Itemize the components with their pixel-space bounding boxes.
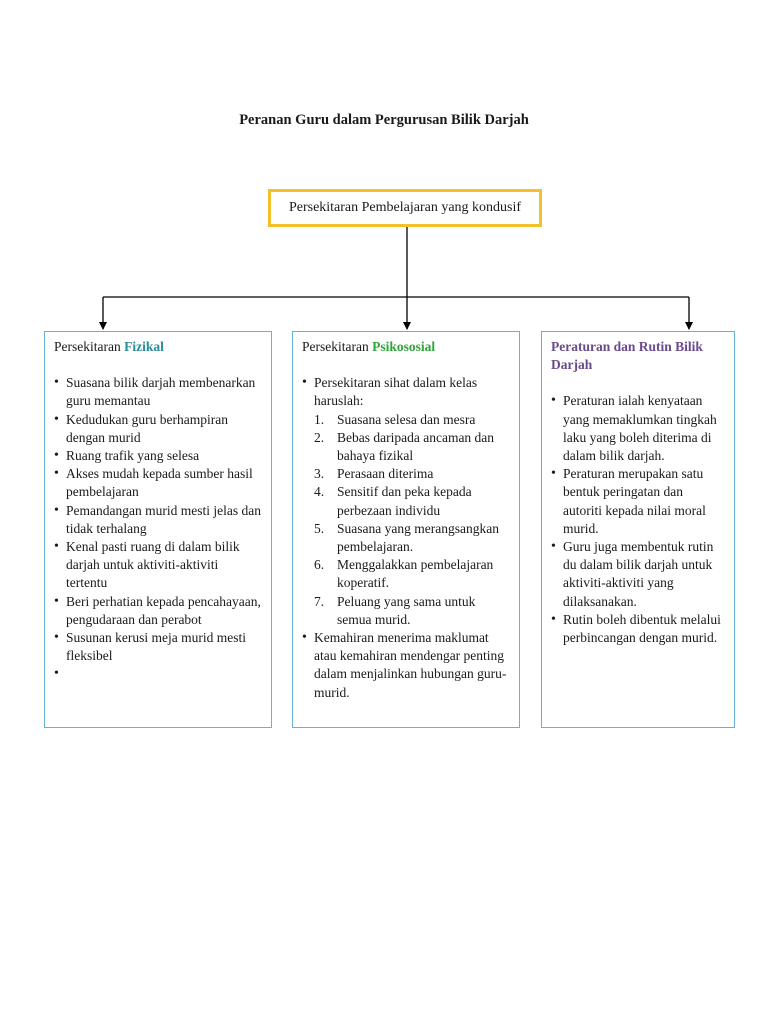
node-fizikal: Persekitaran Fizikal Suasana bilik darja…: [44, 331, 272, 728]
diagram-title: Peranan Guru dalam Pergurusan Bilik Darj…: [239, 112, 529, 128]
node-peraturan: Peraturan dan Rutin Bilik Darjah Peratur…: [541, 331, 735, 728]
list-item: Peraturan merupakan satu bentuk peringat…: [551, 465, 725, 538]
list-item: Susunan kerusi meja murid mesti fleksibe…: [54, 629, 262, 665]
numbered-item: 4.Sensitif dan peka kepada perbezaan ind…: [314, 484, 472, 518]
psikososial-outro-list: Kemahiran menerima maklumat atau kemahir…: [302, 629, 510, 702]
list-item: Kedudukan guru berhampiran dengan murid: [54, 411, 262, 447]
highlight-fizikal: Fizikal: [124, 339, 164, 354]
numbered-item: 6.Menggalakkan pembelajaran koperatif.: [314, 557, 494, 591]
numbered-item: 1.Suasana selesa dan mesra: [314, 411, 476, 427]
numbered-item: 7.Peluang yang sama untuk semua murid.: [314, 593, 476, 627]
list-item: Peraturan ialah kenyataan yang memaklumk…: [551, 392, 725, 465]
list-item: Kenal pasti ruang di dalam bilik darjah …: [54, 538, 262, 593]
node-psikososial: Persekitaran Psikososial Persekitaran si…: [292, 331, 520, 728]
list-item: Persekitaran sihat dalam kelas haruslah:: [302, 374, 510, 410]
list-item: Akses mudah kepada sumber hasil pembelaj…: [54, 465, 262, 501]
root-node-label: Persekitaran Pembelajaran yang kondusif: [288, 200, 522, 215]
list-item: Ruang trafik yang selesa: [54, 447, 262, 465]
list-item: Suasana bilik darjah membenarkan guru me…: [54, 374, 262, 410]
fizikal-list: Suasana bilik darjah membenarkan guru me…: [54, 374, 262, 684]
node-psikososial-title: Persekitaran Psikososial: [302, 339, 436, 354]
node-peraturan-title: Peraturan dan Rutin Bilik Darjah: [551, 339, 703, 373]
node-fizikal-title: Persekitaran Fizikal: [54, 339, 164, 354]
psikososial-numbered-list: 1.Suasana selesa dan mesra 2.Bebas darip…: [302, 411, 510, 629]
list-item: Pemandangan murid mesti jelas dan tidak …: [54, 502, 262, 538]
numbered-item: 2.Bebas daripada ancaman dan bahaya fizi…: [314, 429, 495, 464]
root-node: Persekitaran Pembelajaran yang kondusif: [268, 189, 542, 227]
list-item: Rutin boleh dibentuk melalui perbincanga…: [551, 611, 725, 647]
list-item: Kemahiran menerima maklumat atau kemahir…: [302, 629, 510, 702]
psikososial-list: Persekitaran sihat dalam kelas haruslah:: [302, 374, 510, 410]
peraturan-list: Peraturan ialah kenyataan yang memaklumk…: [551, 392, 725, 647]
numbered-item: 3.Perasaan diterima: [314, 466, 434, 482]
numbered-item: 5.Suasana yang merangsangkan pembelajara…: [314, 520, 499, 555]
list-item: Beri perhatian kepada pencahayaan, pengu…: [54, 593, 262, 629]
list-item-empty: [54, 665, 262, 683]
highlight-psikososial: Psikososial: [372, 339, 436, 354]
list-item: Guru juga membentuk rutin du dalam bilik…: [551, 538, 725, 611]
